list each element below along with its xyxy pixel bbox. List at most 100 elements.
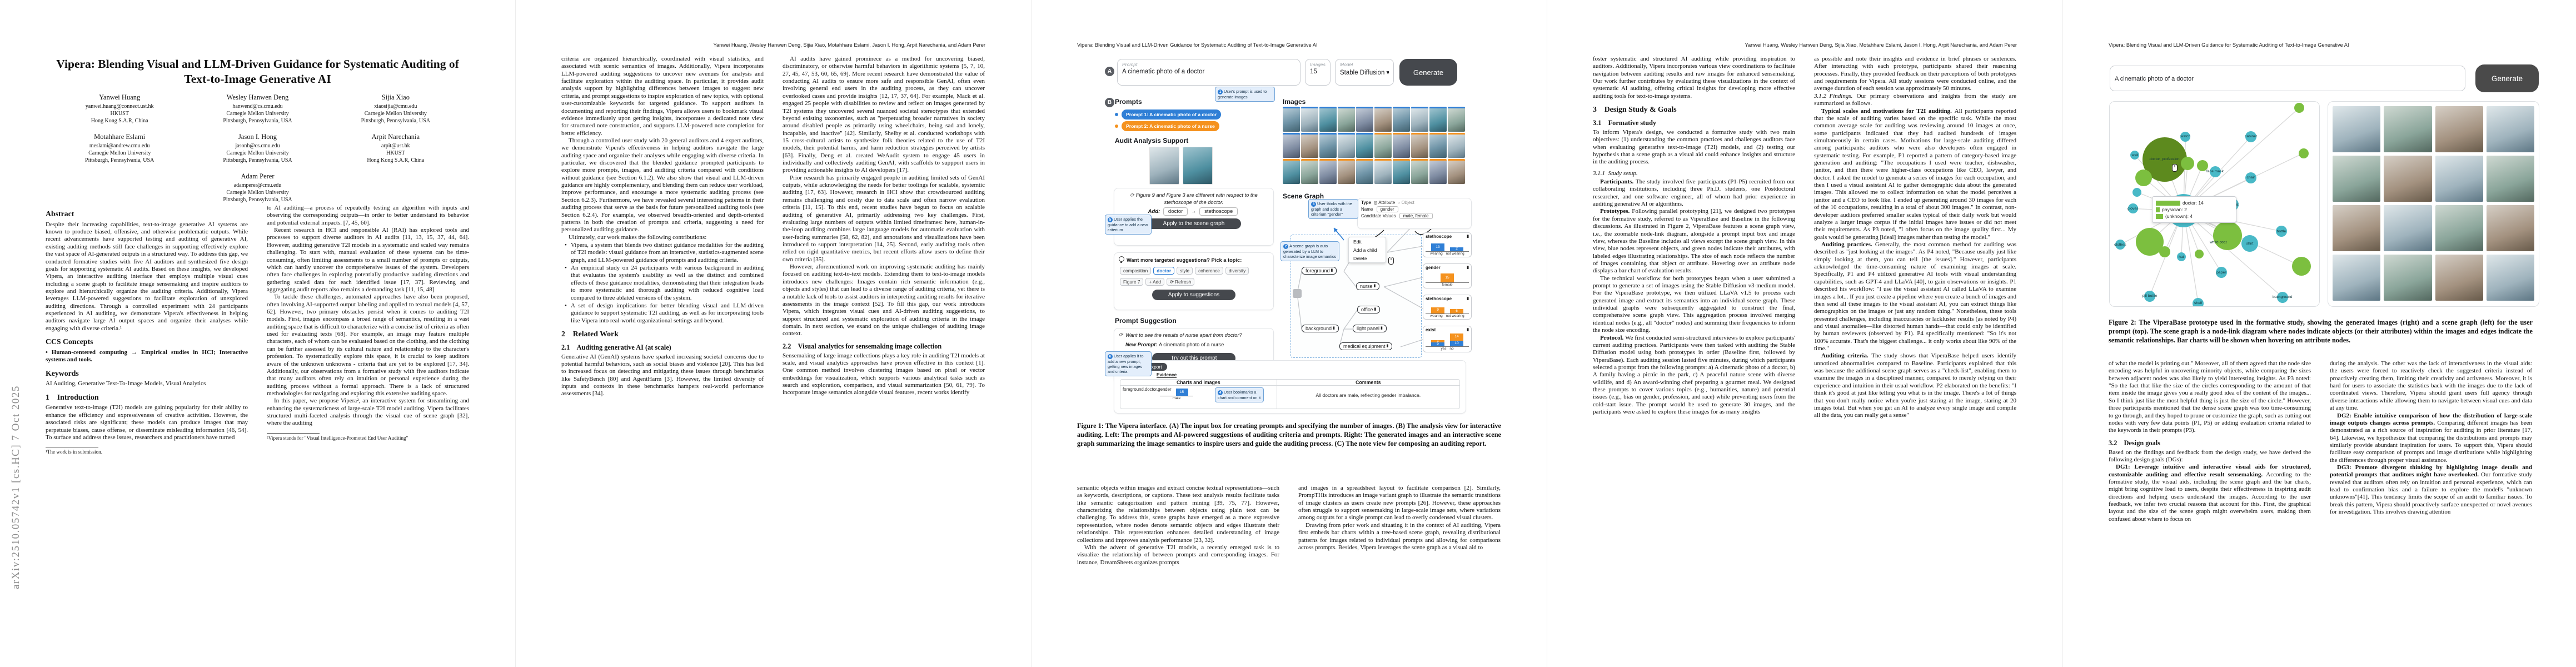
bookmark-icon[interactable]: ▮ (1386, 344, 1389, 348)
graph-root-node[interactable] (1293, 289, 1302, 298)
generated-image-thumbnail[interactable] (1411, 159, 1428, 184)
bookmark-icon[interactable]: ▮ (1467, 297, 1469, 301)
attr-name-value[interactable]: gender (1376, 206, 1398, 212)
fig2-image-thumbnail[interactable] (2384, 156, 2432, 202)
graph-node-office[interactable]: office▮ (1357, 306, 1381, 313)
apply-scene-graph-button[interactable]: Apply to the scene graph (1147, 218, 1241, 229)
fig2-graph-bubble[interactable] (2135, 169, 2152, 186)
generated-image-thumbnail[interactable] (1301, 107, 1318, 132)
generated-image-thumbnail[interactable] (1393, 159, 1410, 184)
add-to-box[interactable]: stethoscope (1199, 207, 1238, 216)
refresh-icon-2[interactable]: ⟳ (1119, 332, 1123, 337)
context-menu-delete[interactable]: Delete (1353, 255, 1367, 261)
bookmark-icon[interactable]: ▮ (1374, 307, 1377, 311)
fig2-prompt-input[interactable]: A cinematic photo of a doctor (2110, 66, 2465, 91)
attr-cand-value[interactable]: male, female (1399, 213, 1433, 219)
generated-image-thumbnail[interactable] (1283, 107, 1300, 132)
context-menu-edit[interactable]: Edit (1353, 238, 1362, 245)
generate-button[interactable]: Generate (1399, 59, 1457, 86)
bookmark-icon[interactable]: ▮ (1331, 268, 1333, 272)
fig2-graph-bubble[interactable] (2291, 257, 2311, 276)
audit-thumbnail-1[interactable] (1149, 147, 1179, 185)
fig2-graph-bubble[interactable]: cabinet (2245, 131, 2257, 142)
fig2-graph-bubble[interactable] (2213, 221, 2243, 250)
tab-evidence[interactable]: Evidence (1156, 372, 1177, 378)
fig2-graph-bubble[interactable]: chair (2245, 172, 2256, 183)
fig2-graph-bubble[interactable]: wall (2130, 151, 2140, 160)
fig2-image-thumbnail[interactable] (2333, 156, 2381, 202)
generated-image-thumbnail[interactable] (1429, 159, 1447, 184)
bookmark-icon[interactable]: ▮ (1467, 328, 1469, 332)
model-select[interactable]: Model Stable Diffusion ▾ (1335, 59, 1394, 86)
generated-image-thumbnail[interactable] (1338, 159, 1355, 184)
fig2-generate-button[interactable]: Generate (2475, 64, 2539, 92)
fig2-image-thumbnail[interactable] (2486, 255, 2534, 301)
bookmarked-chart[interactable]: 15 male (1160, 389, 1193, 400)
fig2-image-thumbnail[interactable] (2384, 205, 2432, 251)
bookmark-icon[interactable]: ▮ (1333, 326, 1335, 330)
audit-thumbnail-2[interactable] (1183, 147, 1213, 185)
generated-image-thumbnail[interactable] (1374, 133, 1392, 158)
fig2-graph-bubble[interactable]: face mask (2206, 166, 2224, 177)
generated-image-thumbnail[interactable] (1429, 107, 1447, 132)
topic-chip[interactable]: ⟳ Refresh (1166, 278, 1195, 286)
fig2-graph-bubble[interactable] (2298, 148, 2309, 158)
generated-image-thumbnail[interactable] (1319, 133, 1337, 158)
fig2-image-thumbnail[interactable] (2486, 106, 2534, 152)
refresh-icon[interactable]: ⟳ (1130, 192, 1134, 198)
generated-image-thumbnail[interactable] (1338, 133, 1355, 158)
fig2-graph-bubble[interactable] (2294, 103, 2305, 113)
generated-image-thumbnail[interactable] (1301, 159, 1318, 184)
generated-image-thumbnail[interactable] (1319, 107, 1337, 132)
fig2-image-thumbnail[interactable] (2435, 255, 2483, 301)
generated-image-thumbnail[interactable] (1356, 107, 1373, 132)
fig2-graph-bubble[interactable]: shelf (2193, 297, 2204, 306)
generated-image-thumbnail[interactable] (1411, 107, 1428, 132)
fig2-graph-bubble[interactable]: bottle (2275, 226, 2287, 237)
fig2-graph-bubble[interactable]: gloves (2127, 203, 2139, 214)
fig2-graph-bubble[interactable]: pill bottle (2142, 290, 2157, 302)
generated-image-thumbnail[interactable] (1338, 107, 1355, 132)
generated-image-thumbnail[interactable] (1448, 159, 1465, 184)
prompt-chip[interactable]: Prompt 1: A cinematic photo of a doctor (1122, 109, 1222, 120)
generated-image-thumbnail[interactable] (1356, 133, 1373, 158)
graph-node-nurse[interactable]: nurse▮ (1356, 282, 1380, 290)
topic-chip[interactable]: + Add (1145, 278, 1164, 286)
bookmark-icon[interactable]: ▮ (1467, 235, 1469, 238)
fig2-graph-bubble[interactable] (2195, 249, 2204, 258)
generated-image-thumbnail[interactable] (1374, 159, 1392, 184)
fig2-graph-bubble[interactable]: paper (2215, 267, 2227, 278)
fig2-image-thumbnail[interactable] (2384, 255, 2432, 301)
topic-chip[interactable]: composition (1120, 267, 1152, 275)
prompt-chip[interactable]: Prompt 2: A cinematic photo of a nurse (1122, 121, 1219, 131)
generated-image-thumbnail[interactable] (1411, 133, 1428, 158)
bookmark-icon[interactable]: ▮ (1373, 284, 1376, 288)
fig2-graph-bubble[interactable] (2196, 160, 2208, 171)
fig2-graph-bubble[interactable]: shirt (2241, 235, 2259, 252)
attr-type-object-radio[interactable]: ○ Object (1396, 200, 1414, 205)
fig2-image-thumbnail[interactable] (2333, 255, 2381, 301)
context-menu-add-child[interactable]: Add a child (1353, 247, 1377, 253)
generated-image-thumbnail[interactable] (1301, 133, 1318, 158)
fig2-image-thumbnail[interactable] (2435, 156, 2483, 202)
generated-image-thumbnail[interactable] (1393, 133, 1410, 158)
fig2-graph-bubble[interactable] (2159, 246, 2170, 258)
generated-image-thumbnail[interactable] (1393, 107, 1410, 132)
topic-chip[interactable]: diversity (1225, 267, 1249, 275)
images-count-input[interactable]: Images 15 (1305, 59, 1331, 86)
generated-image-thumbnail[interactable] (1429, 133, 1447, 158)
graph-node-background[interactable]: background▮ (1302, 325, 1339, 332)
generated-image-thumbnail[interactable] (1283, 159, 1300, 184)
topic-chip[interactable]: Figure 7 (1120, 278, 1144, 286)
fig2-image-thumbnail[interactable] (2486, 156, 2534, 202)
fig2-graph-bubble[interactable]: background (2273, 291, 2293, 303)
graph-node-medical-equipment[interactable]: medical equipment▮ (1339, 342, 1393, 350)
fig2-image-thumbnail[interactable] (2333, 106, 2381, 152)
generated-image-thumbnail[interactable] (1356, 159, 1373, 184)
fig2-image-thumbnail[interactable] (2486, 205, 2534, 251)
